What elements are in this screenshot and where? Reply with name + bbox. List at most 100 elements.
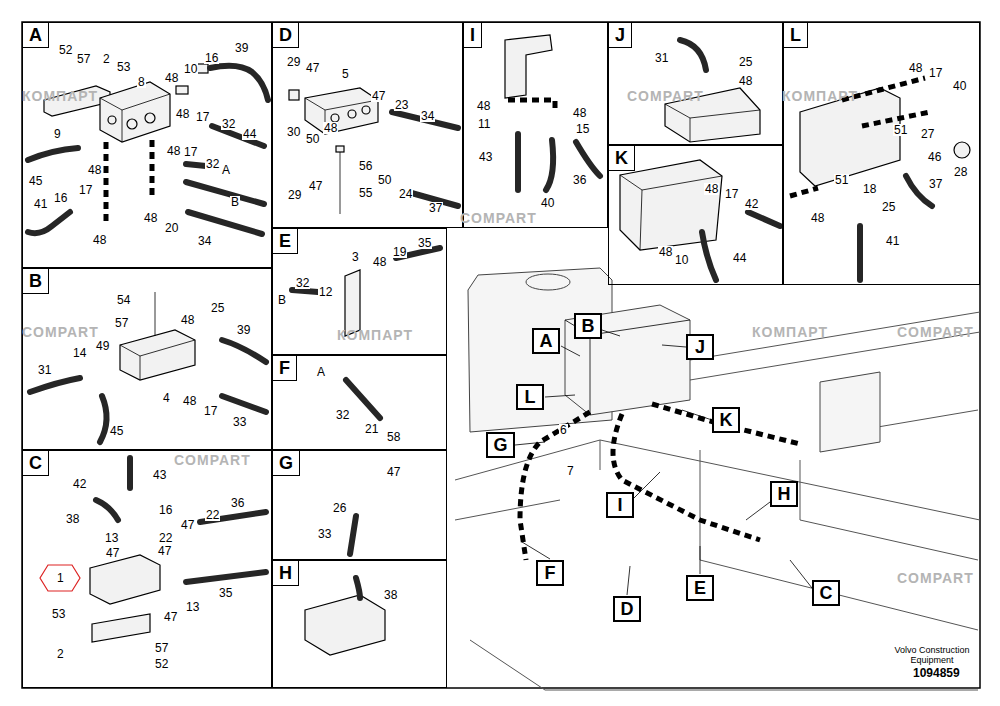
callout-number: 32 (205, 158, 220, 170)
callout-letter: D (621, 599, 634, 619)
callout-number: 13 (104, 532, 119, 544)
panel-letter: L (784, 23, 808, 48)
drawing-line (127, 458, 133, 488)
callout-number: 33 (232, 416, 247, 428)
callout-letter: H (778, 484, 791, 504)
callout-number: 17 (195, 111, 210, 123)
callout-box: C (812, 580, 840, 606)
callout-number: 38 (383, 589, 398, 601)
drawing-line (620, 175, 722, 250)
drawing-line (345, 270, 360, 336)
panel-letter: B (23, 269, 49, 294)
drawing-line (505, 35, 552, 98)
callout-number: 37 (928, 178, 943, 190)
drawing-line (356, 578, 360, 598)
callout-number: 56 (358, 160, 373, 172)
hose-callout: 6 (559, 424, 568, 436)
callout-number: 54 (116, 294, 131, 306)
callout-number: 58 (386, 431, 401, 443)
callout-number: 48 (166, 145, 181, 157)
drawing-line (857, 226, 863, 280)
callout-box: L (516, 384, 544, 410)
panel-b-parts (30, 292, 266, 442)
callout-number: 40 (952, 80, 967, 92)
callout-number: 3 (351, 251, 360, 263)
callout-number: 29 (287, 189, 302, 201)
callout-number: 48 (658, 246, 673, 258)
callout-number: 37 (428, 202, 443, 214)
callout-box: D (613, 596, 641, 622)
callout-number: 35 (417, 237, 432, 249)
callout-number: 48 (372, 256, 387, 268)
outer-frame (22, 22, 980, 688)
drawing-line (702, 232, 716, 280)
drawing-line (305, 595, 385, 655)
callout-letter: I (617, 495, 622, 515)
drawing-line (565, 305, 690, 415)
callout-number: 48 (323, 122, 338, 134)
drawing-line (100, 94, 170, 142)
drawing-line (186, 164, 206, 166)
callout-box: A (532, 328, 560, 354)
highlight-hexagon (40, 565, 80, 591)
maker-name: Volvo Construction Equipment (889, 645, 975, 665)
callout-number: 31 (654, 52, 669, 64)
callout-number: 57 (114, 317, 129, 329)
drawing-line (222, 340, 266, 362)
callout-number: 1 (56, 572, 65, 584)
drawing-line (346, 380, 380, 418)
callout-number: 36 (572, 174, 587, 186)
drawing-line (340, 152, 341, 214)
drawing-line (331, 114, 339, 122)
drawing-line (90, 555, 160, 604)
callout-number: 9 (53, 128, 62, 140)
callout-number: 50 (377, 174, 392, 186)
callout-number: 47 (180, 519, 195, 531)
drawing-line (576, 142, 600, 176)
callout-number: 40 (540, 197, 555, 209)
callout-box: G (486, 432, 515, 458)
callout-box: E (686, 575, 714, 601)
panel-letter: H (273, 561, 299, 586)
callout-number: 48 (164, 72, 179, 84)
drawing-line (336, 146, 344, 152)
watermark: КОМПАРТ (22, 88, 98, 104)
callout-box: J (686, 334, 714, 360)
callout-number: 10 (183, 63, 198, 75)
watermark: КОМПАРТ (752, 324, 828, 340)
callout-number: 42 (744, 198, 759, 210)
callout-number: 43 (478, 151, 493, 163)
drawing-line (210, 66, 268, 100)
callout-number: 39 (234, 42, 249, 54)
callout-letter: B (582, 316, 595, 336)
drawing-line (526, 274, 570, 290)
callout-number: 12 (318, 286, 333, 298)
callout-number: 41 (33, 198, 48, 210)
panel-letter: C (23, 451, 49, 476)
drawing-line (652, 404, 800, 444)
machine-illustration (455, 268, 980, 690)
drawing-line (108, 116, 116, 124)
panel-efgh-parts (292, 248, 440, 655)
callout-number: 11 (477, 118, 491, 130)
callout-number: A (316, 366, 326, 378)
callout-number: 4 (162, 392, 171, 404)
callout-box: H (770, 481, 798, 507)
callout-number: 47 (308, 180, 323, 192)
drawing-line (188, 212, 262, 234)
callout-number: 55 (358, 187, 373, 199)
drawing-line (28, 212, 70, 233)
drawing-line (515, 330, 812, 595)
drawing-line (222, 396, 266, 412)
callout-number: 28 (953, 166, 968, 178)
callout-number: 27 (920, 128, 935, 140)
drawing-line (150, 140, 155, 200)
drawing-line (665, 104, 760, 142)
callout-number: 26 (332, 502, 347, 514)
callout-number: 48 (92, 234, 107, 246)
drawing-line (176, 86, 188, 94)
callout-number: 41 (885, 235, 900, 247)
callout-number: 16 (204, 52, 219, 64)
callout-number: 50 (305, 133, 320, 145)
